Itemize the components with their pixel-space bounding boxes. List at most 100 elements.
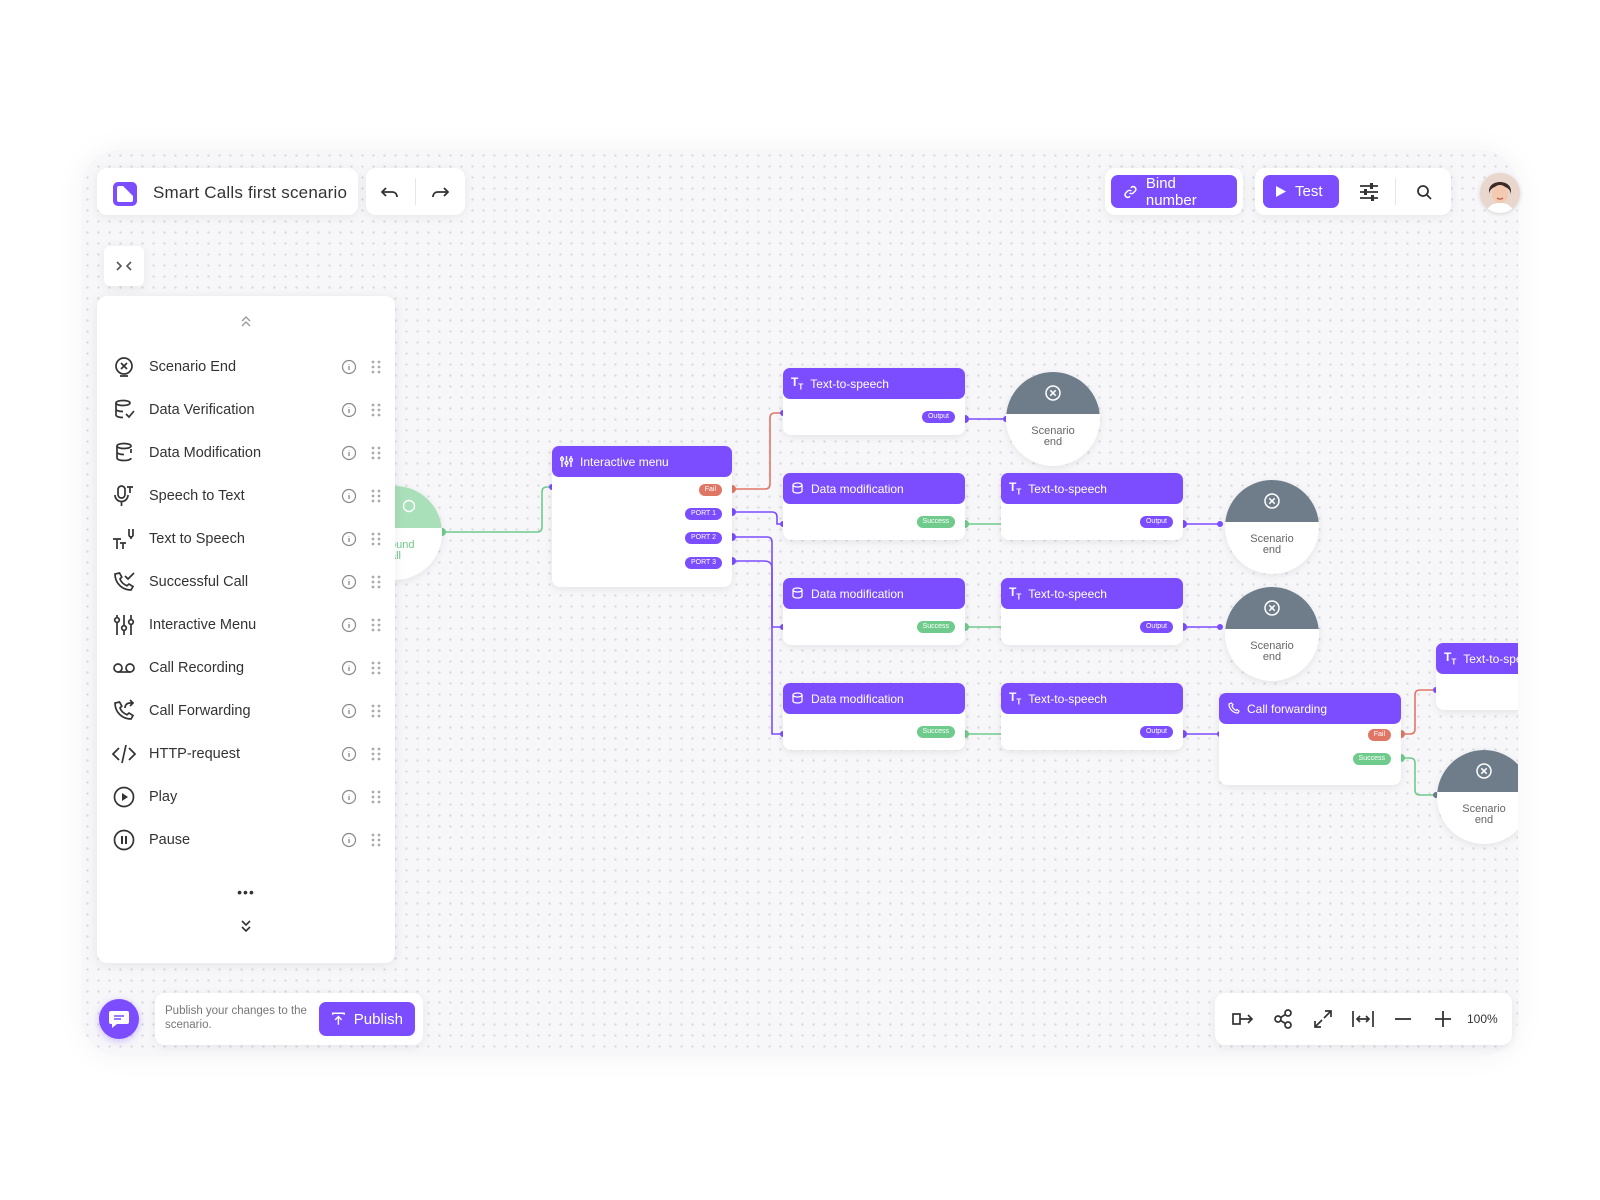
undo-icon [381, 187, 398, 198]
drag-handle-icon[interactable] [369, 531, 383, 547]
close-circle-icon [1045, 385, 1061, 401]
collapse-panel-button[interactable] [104, 246, 144, 286]
drag-handle-icon[interactable] [369, 746, 383, 762]
successful-call-icon [114, 572, 135, 591]
scroll-down-button[interactable] [232, 915, 260, 937]
sign-out-icon [1232, 1013, 1254, 1025]
info-icon[interactable] [341, 789, 357, 805]
port-fail[interactable]: Fail [698, 484, 722, 496]
scroll-up-button[interactable] [232, 310, 260, 332]
settings-button[interactable] [1353, 176, 1385, 208]
success-port[interactable]: Success [916, 516, 955, 528]
double-chevron-up-icon [241, 316, 251, 327]
call-forwarding-node[interactable]: Call forwarding Fail Success [1219, 693, 1401, 785]
end-label: end [1474, 814, 1494, 826]
sidebar-item-successful-call[interactable]: Successful Call [111, 562, 383, 602]
redo-button[interactable] [424, 176, 456, 208]
page-title: Smart Calls first scenario [153, 183, 348, 202]
info-icon[interactable] [341, 746, 357, 762]
fail-port[interactable]: Fail [1367, 729, 1391, 741]
sidebar-item-pause[interactable]: Pause [111, 820, 383, 860]
output-port[interactable]: Output [1139, 726, 1173, 738]
export-button[interactable] [1229, 1005, 1257, 1033]
data-modification-icon [116, 442, 132, 462]
drag-handle-icon[interactable] [369, 789, 383, 805]
sidebar-item-call-forwarding[interactable]: Call Forwarding [111, 691, 383, 731]
sidebar-item-play[interactable]: Play [111, 777, 383, 817]
search-button[interactable] [1408, 176, 1440, 208]
share-button[interactable] [1269, 1005, 1297, 1033]
output-port[interactable]: Output [1139, 516, 1173, 528]
user-avatar[interactable] [1480, 173, 1520, 213]
drag-handle-icon[interactable] [369, 574, 383, 590]
drag-handle-icon[interactable] [369, 660, 383, 676]
info-icon[interactable] [341, 832, 357, 848]
info-icon[interactable] [341, 531, 357, 547]
publish-button[interactable]: Publish [319, 1002, 415, 1036]
sidebar-item-data-verification[interactable]: Data Verification [111, 390, 383, 430]
output-port[interactable]: Output [1139, 621, 1173, 633]
text-to-speech-icon: TT [1009, 690, 1022, 707]
sidebar-item-speech-to-text[interactable]: Speech to Text [111, 476, 383, 516]
sidebar-item-label: HTTP-request [149, 746, 241, 762]
info-icon[interactable] [341, 617, 357, 633]
drag-handle-icon[interactable] [369, 617, 383, 633]
output-port[interactable]: Output [921, 411, 955, 423]
sidebar-item-data-modification[interactable]: Data Modification [111, 433, 383, 473]
drag-handle-icon[interactable] [369, 703, 383, 719]
zoom-in-button[interactable] [1429, 1005, 1457, 1033]
data-modification-node[interactable]: Data modification Success [783, 683, 965, 750]
zoom-out-button[interactable] [1389, 1005, 1417, 1033]
fullscreen-button[interactable] [1309, 1005, 1337, 1033]
info-icon[interactable] [341, 402, 357, 418]
drag-handle-icon[interactable] [369, 402, 383, 418]
success-port[interactable]: Success [916, 621, 955, 633]
info-icon[interactable] [341, 488, 357, 504]
fit-width-button[interactable] [1349, 1005, 1377, 1033]
drag-handle-icon[interactable] [369, 445, 383, 461]
drag-handle-icon[interactable] [369, 359, 383, 375]
port-3[interactable]: PORT 3 [684, 557, 722, 569]
port-1[interactable]: PORT 1 [684, 508, 722, 520]
sidebar-item-interactive-menu[interactable]: Interactive Menu [111, 605, 383, 645]
info-icon[interactable] [341, 703, 357, 719]
undo-button[interactable] [374, 176, 406, 208]
bind-number-card: Bind number [1105, 168, 1243, 215]
user-photo-icon [1480, 173, 1520, 213]
more-items-button[interactable]: ••• [237, 884, 255, 900]
sidebar-item-scenario-end[interactable]: Scenario End [111, 347, 383, 387]
success-port[interactable]: Success [916, 726, 955, 738]
info-icon[interactable] [341, 574, 357, 590]
interactive-menu-node[interactable]: Interactive menu Fail PORT 1 PORT 2 PORT… [552, 446, 732, 587]
port-2[interactable]: PORT 2 [684, 532, 722, 544]
data-modification-node[interactable]: Data modification Success [783, 473, 965, 540]
drag-handle-icon[interactable] [369, 488, 383, 504]
info-icon[interactable] [341, 359, 357, 375]
sidebar-item-http-request[interactable]: HTTP-request [111, 734, 383, 774]
success-port[interactable]: Success [1352, 753, 1391, 765]
call-forwarding-icon [114, 699, 135, 720]
sidebar-item-text-to-speech[interactable]: Text to Speech [111, 519, 383, 559]
data-modification-node[interactable]: Data modification Success [783, 578, 965, 645]
sidebar-item-label: Pause [149, 832, 191, 848]
data-modification-icon [792, 692, 803, 704]
info-icon[interactable] [341, 660, 357, 676]
info-icon[interactable] [341, 445, 357, 461]
drag-handle-icon[interactable] [369, 832, 383, 848]
chat-button[interactable] [99, 999, 139, 1039]
test-label: Test [1295, 183, 1323, 200]
test-button[interactable]: Test [1263, 175, 1339, 208]
actions-card: Test [1255, 168, 1451, 215]
fit-width-icon [1352, 1011, 1374, 1027]
bind-number-button[interactable]: Bind number [1111, 175, 1237, 209]
sidebar-item-call-recording[interactable]: Call Recording [111, 648, 383, 688]
